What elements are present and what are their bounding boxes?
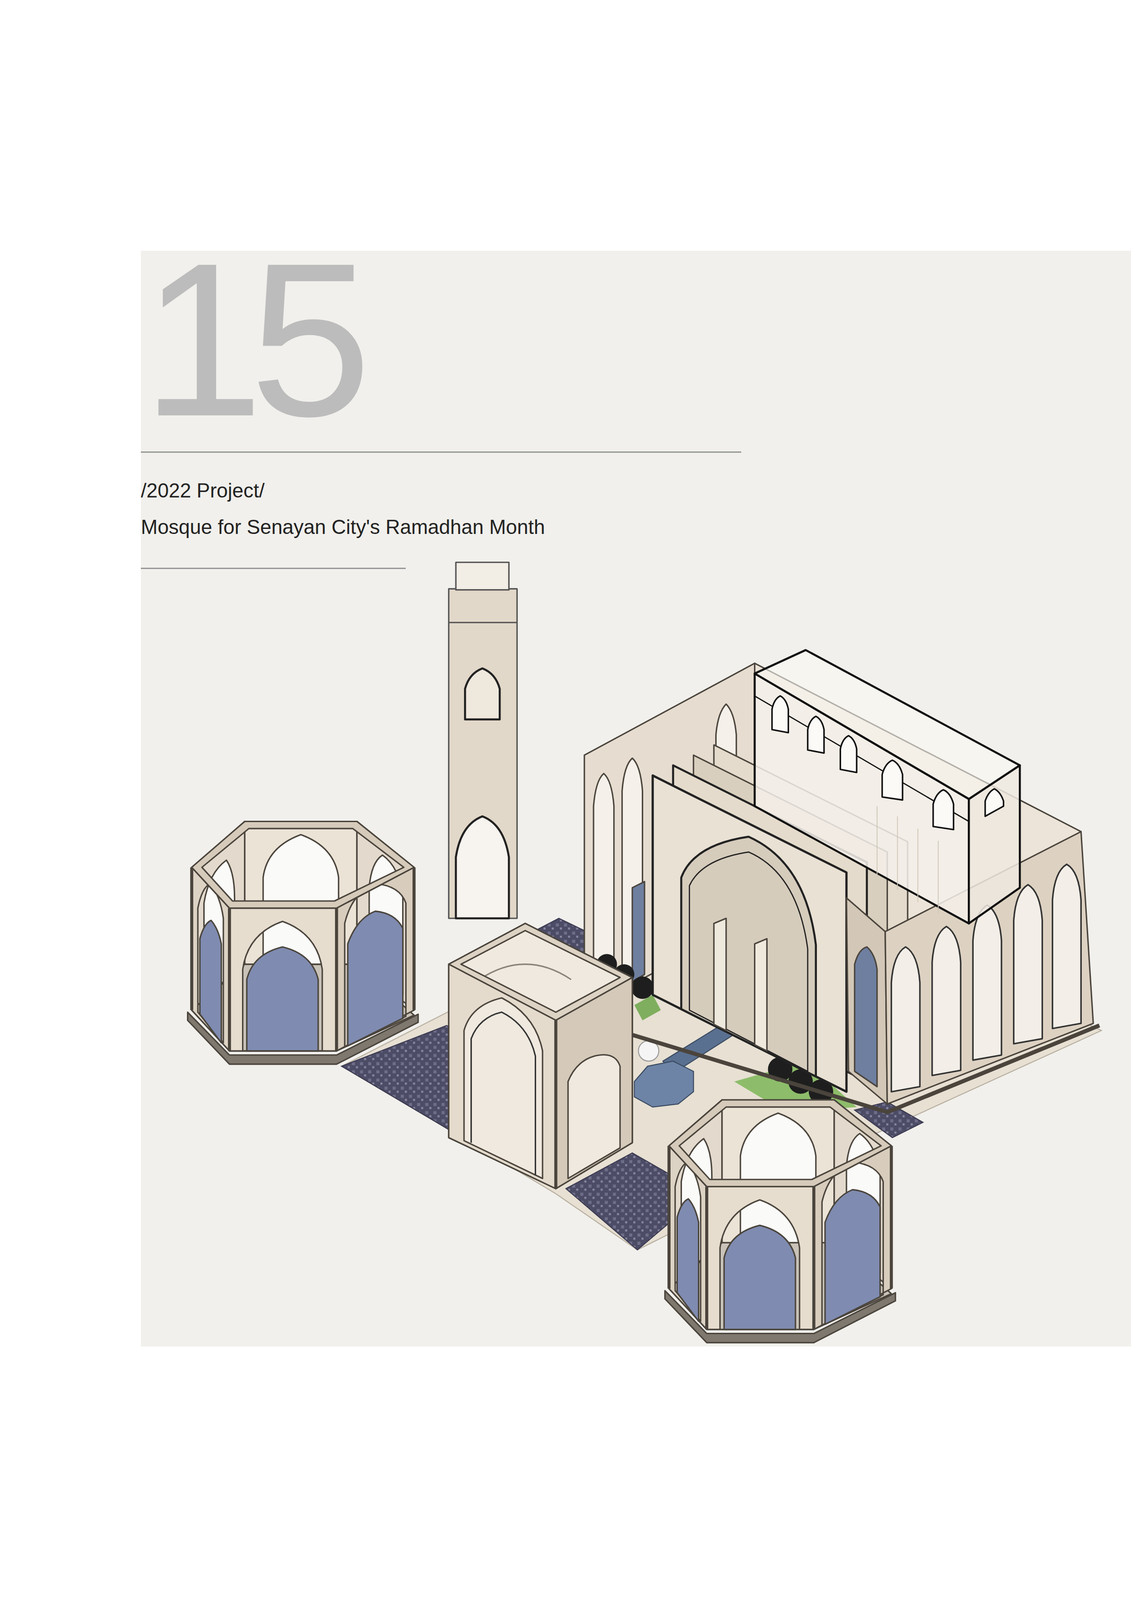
divider-rule: [140, 451, 742, 453]
project-title: Mosque for Senayan City's Ramadhan Month: [140, 516, 545, 538]
project-number: 15: [141, 230, 358, 450]
divider-rule: [140, 567, 406, 569]
project-year: /2022 Project/: [140, 480, 265, 501]
